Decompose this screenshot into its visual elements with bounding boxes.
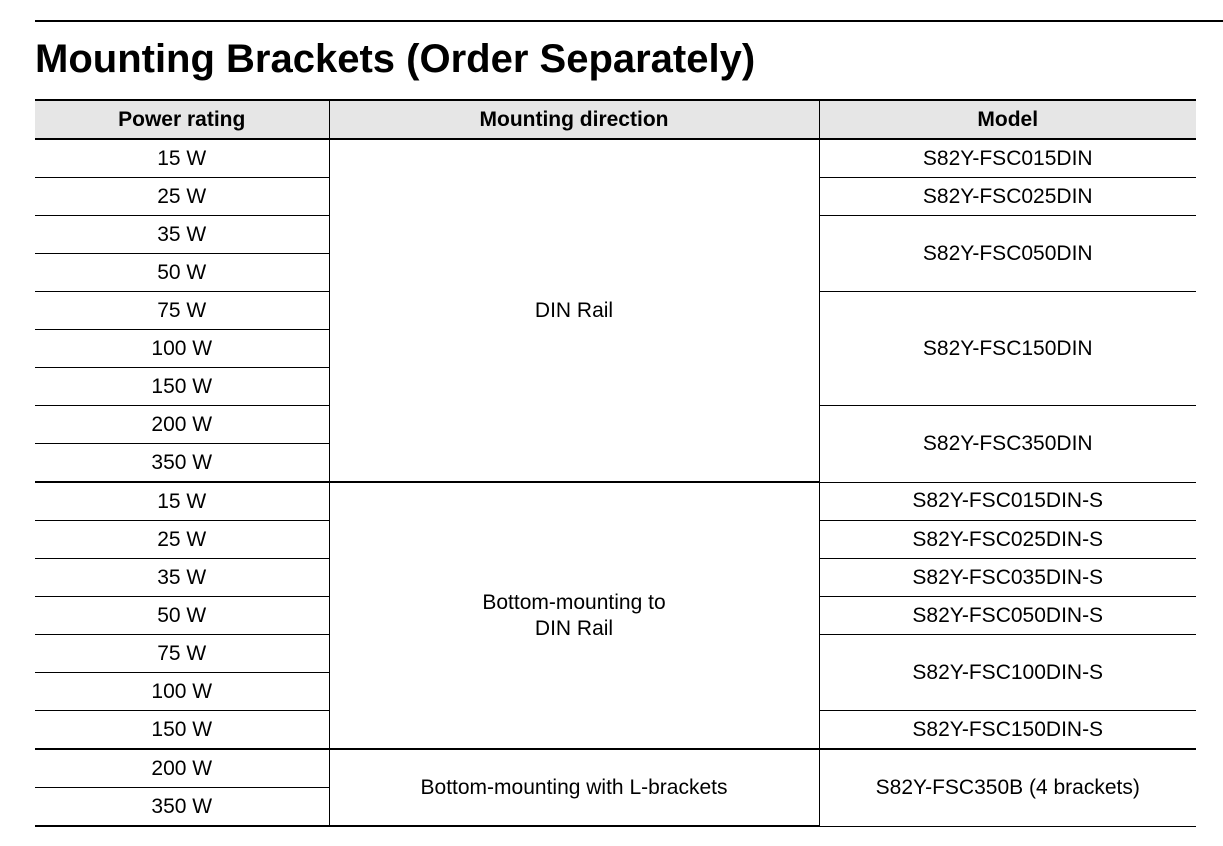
table-row: 35 W S82Y-FSC050DIN	[35, 215, 1196, 292]
model-cell: S82Y-FSC050DIN-S	[818, 596, 1196, 635]
header-row: Power rating Mounting direction Model	[35, 99, 1196, 140]
table-row: 75 W S82Y-FSC150DIN	[35, 291, 1196, 406]
power-rating-cell: 15 W	[35, 482, 329, 521]
table-row: 25 W S82Y-FSC025DIN-S	[35, 520, 1196, 559]
power-rating-cell: 35 W	[35, 558, 329, 597]
header-mounting-direction: Mounting direction	[328, 99, 819, 140]
table-row: 150 W S82Y-FSC150DIN-S	[35, 710, 1196, 750]
table-row: 35 W S82Y-FSC035DIN-S	[35, 558, 1196, 597]
power-rating-cell: 75 W	[35, 291, 329, 330]
power-rating-cell: 100 W	[35, 329, 329, 368]
table-row: 100 W	[35, 329, 1196, 368]
model-cell: S82Y-FSC150DIN	[818, 291, 1196, 406]
table-row: 150 W	[35, 367, 1196, 406]
power-rating-cell: 15 W	[35, 139, 329, 178]
mounting-direction-cell: DIN Rail	[328, 139, 819, 483]
model-cell: S82Y-FSC015DIN	[818, 139, 1196, 178]
page-title: Mounting Brackets (Order Separately)	[35, 37, 756, 81]
table-row: 350 W	[35, 787, 1196, 827]
model-cell: S82Y-FSC025DIN-S	[818, 520, 1196, 559]
top-rule	[35, 20, 1223, 22]
model-cell: S82Y-FSC150DIN-S	[818, 710, 1196, 750]
table-row: 200 W Bottom-mounting with L-brackets S8…	[35, 749, 1196, 827]
power-rating-cell: 350 W	[35, 443, 329, 483]
power-rating-cell: 50 W	[35, 596, 329, 635]
model-cell: S82Y-FSC025DIN	[818, 177, 1196, 216]
model-cell: S82Y-FSC100DIN-S	[818, 634, 1196, 711]
power-rating-cell: 50 W	[35, 253, 329, 292]
table-row: 15 W DIN Rail S82Y-FSC015DIN	[35, 139, 1196, 483]
power-rating-cell: 200 W	[35, 749, 329, 788]
mounting-direction-line: Bottom-mounting to	[482, 590, 666, 614]
header-model: Model	[818, 99, 1196, 140]
table-row: 25 W S82Y-FSC025DIN	[35, 177, 1196, 216]
mounting-direction-line: DIN Rail	[534, 616, 614, 640]
table-row: 75 W S82Y-FSC100DIN-S	[35, 634, 1196, 711]
power-rating-cell: 200 W	[35, 405, 329, 444]
power-rating-cell: 150 W	[35, 710, 329, 750]
model-cell: S82Y-FSC350DIN	[818, 405, 1196, 483]
power-rating-cell: 35 W	[35, 215, 329, 254]
power-rating-cell: 25 W	[35, 520, 329, 559]
table-row: 350 W	[35, 443, 1196, 483]
mounting-direction-cell: Bottom-mounting to DIN Rail	[328, 482, 819, 750]
model-cell: S82Y-FSC035DIN-S	[818, 558, 1196, 597]
power-rating-cell: 25 W	[35, 177, 329, 216]
table-row: 15 W Bottom-mounting to DIN Rail S82Y-FS…	[35, 482, 1196, 750]
table-row: 50 W	[35, 253, 1196, 292]
mounting-brackets-table: Power rating Mounting direction Model 15…	[35, 99, 1196, 827]
power-rating-cell: 350 W	[35, 787, 329, 827]
power-rating-cell: 100 W	[35, 672, 329, 711]
power-rating-cell: 75 W	[35, 634, 329, 673]
mounting-direction-cell: Bottom-mounting with L-brackets	[328, 749, 819, 827]
model-cell: S82Y-FSC350B (4 brackets)	[818, 749, 1196, 827]
table-row: 50 W S82Y-FSC050DIN-S	[35, 596, 1196, 635]
table-row: 200 W S82Y-FSC350DIN	[35, 405, 1196, 483]
power-rating-cell: 150 W	[35, 367, 329, 406]
header-power-rating: Power rating	[35, 99, 329, 140]
table-row: 100 W	[35, 672, 1196, 711]
model-cell: S82Y-FSC015DIN-S	[818, 482, 1196, 521]
model-cell: S82Y-FSC050DIN	[818, 215, 1196, 292]
